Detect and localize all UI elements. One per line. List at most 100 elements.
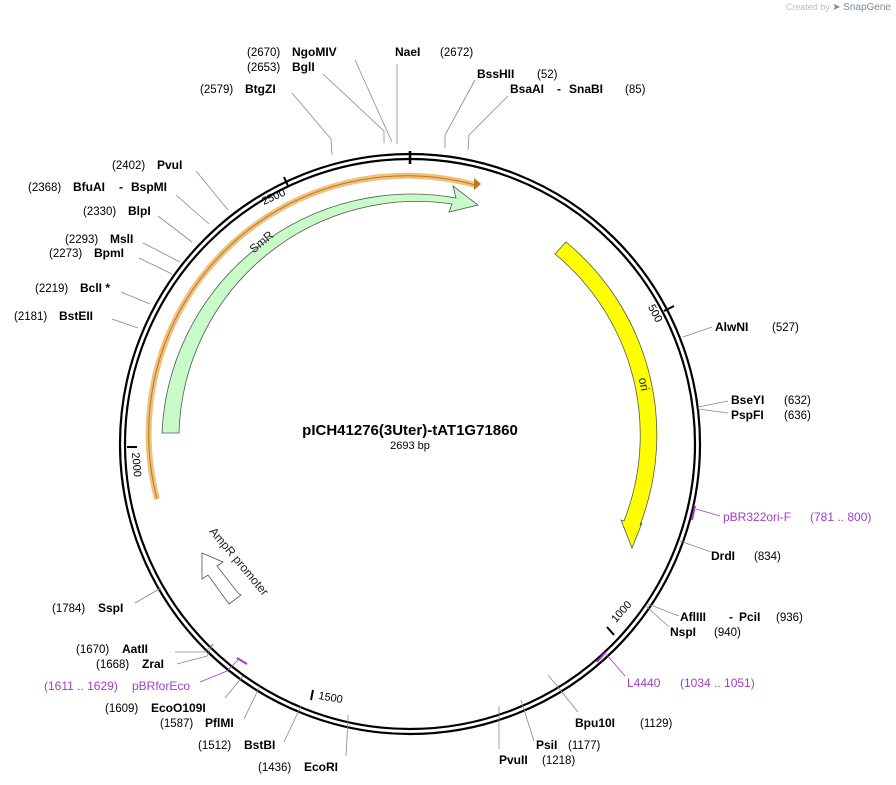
highlight-arc-arrow-icon xyxy=(474,178,481,190)
enzyme-psii-name: PsiI xyxy=(536,738,557,752)
enzyme-bcli-name: BclI * xyxy=(80,281,110,295)
tick-label-2000: 2000 xyxy=(129,452,143,477)
enzyme-bpmi-name: BpmI xyxy=(94,246,124,260)
leader-ngomiv xyxy=(354,59,393,143)
enzyme-bsshii-name: BssHII xyxy=(477,67,514,81)
snapgene-logo-icon: ➤ xyxy=(832,2,841,13)
leader-afliii xyxy=(647,603,680,617)
enzyme-bfuai-name: BfuAI xyxy=(73,180,105,194)
leader-bsteii xyxy=(111,318,139,329)
backbone xyxy=(118,151,702,736)
enzyme-nael-pos: (2672) xyxy=(440,47,473,59)
enzyme-bgli-name: BglI xyxy=(292,60,315,74)
primer-l4440-range: (1034 .. 1051) xyxy=(680,676,755,690)
tick-mark-500 xyxy=(663,305,675,312)
tick-label-1000: 1000 xyxy=(609,599,634,625)
leader-zrai xyxy=(176,643,214,665)
primer-pbr322ori-f-name: pBR322ori-F xyxy=(723,510,791,524)
enzyme-pflmi-name: PflMI xyxy=(205,716,234,730)
enzyme-bsshii-pos: (52) xyxy=(537,69,558,81)
primer-pbr322ori-f-range: (781 .. 800) xyxy=(810,510,871,524)
enzyme-nael-name: NaeI xyxy=(395,45,420,59)
plasmid-length: 2693 bp xyxy=(390,440,430,452)
primer-pbrforeco-name: pBRforEco xyxy=(132,679,190,693)
enzyme-alwni-name: AlwNI xyxy=(715,320,748,334)
leader-bpmi xyxy=(138,257,173,275)
feature-ori-label: ori xyxy=(636,376,652,392)
enzyme-sspi-pos: (1784) xyxy=(52,603,85,615)
leader-alwni xyxy=(682,326,713,338)
enzyme-snabi-name: SnaBI xyxy=(569,82,603,96)
enzyme-eco0109i-name: EcoO109I xyxy=(151,701,206,715)
feature-smr-arrow xyxy=(161,184,479,434)
enzyme-sspi-name: SspI xyxy=(98,601,123,615)
enzyme-ngomiv-name: NgoMIV xyxy=(292,45,337,59)
enzyme-labels: NaeI (2672) (2670) NgoMIV (2653) BglI (2… xyxy=(14,45,811,774)
leader-nspi xyxy=(645,605,670,628)
enzyme-aatii-pos: (1670) xyxy=(76,644,109,656)
primer-l4440-mark xyxy=(596,652,606,663)
leader-bfuai xyxy=(175,194,210,225)
enzyme-bpu10i-name: Bpu10I xyxy=(575,716,615,730)
enzyme-ngomiv-pos: (2670) xyxy=(247,47,280,59)
enzyme-btgzi-name: BtgZI xyxy=(245,82,276,96)
plasmid-name: pICH41276(3Uter)-tAT1G71860 xyxy=(302,422,518,439)
enzyme-alwni-pos: (527) xyxy=(772,322,799,334)
enzyme-blpi-name: BlpI xyxy=(128,204,151,218)
enzyme-bpu10i-pos: (1129) xyxy=(640,718,673,730)
enzyme-pvuii-name: PvuII xyxy=(499,753,528,767)
snapgene-credit: Created by ➤ SnapGene xyxy=(786,2,891,13)
leader-pspfi xyxy=(697,408,729,414)
enzyme-btgzi-pos: (2579) xyxy=(200,84,233,96)
leader-bstbi xyxy=(283,705,302,743)
enzyme-afliii-separator: - xyxy=(729,610,733,624)
enzyme-nspi-pos: (940) xyxy=(714,627,741,639)
tick-label-1500: 1500 xyxy=(317,690,343,706)
enzyme-drdi-name: DrdI xyxy=(711,549,735,563)
highlight-arc-core xyxy=(148,175,476,500)
enzyme-bsaai-separator: - xyxy=(557,82,561,96)
enzyme-msli-name: MslI xyxy=(110,232,133,246)
tick-mark-2500 xyxy=(283,176,289,187)
leader-sspi xyxy=(134,587,162,604)
tick-label-500: 500 xyxy=(645,303,664,325)
leader-eco0109i xyxy=(224,675,244,699)
enzyme-bseyi-pos: (632) xyxy=(784,395,811,407)
primer-pbr322ori-f-leader xyxy=(695,508,721,517)
enzyme-nspi-name: NspI xyxy=(670,625,696,639)
leader-bsshii xyxy=(444,79,476,148)
leader-blpi xyxy=(157,215,193,243)
primer-pbr322ori-f-mark xyxy=(691,505,696,521)
leader-btgzi xyxy=(291,92,333,156)
enzyme-pvui-name: PvuI xyxy=(157,158,182,172)
enzyme-ecori-pos: (1436) xyxy=(258,762,291,774)
leader-ecori xyxy=(345,715,349,757)
enzyme-msli-pos: (2293) xyxy=(65,234,98,246)
enzyme-afliii-name: AflIII xyxy=(680,610,706,624)
leader-pvui xyxy=(195,170,229,211)
enzyme-psii-pos: (1177) xyxy=(568,740,601,752)
enzyme-eco0109i-pos: (1609) xyxy=(105,703,138,715)
enzyme-bsteii-pos: (2181) xyxy=(14,311,47,323)
feature-ori-arrow xyxy=(554,241,658,550)
leader-msli xyxy=(142,242,181,263)
enzyme-bsteii-name: BstEII xyxy=(59,309,93,323)
enzyme-bseyi-name: BseYI xyxy=(731,393,764,407)
primer-l4440-name: L4440 xyxy=(627,676,661,690)
leader-psii xyxy=(520,699,535,742)
enzyme-drdi-pos: (834) xyxy=(754,551,781,563)
leader-bpu10i xyxy=(547,674,579,713)
primer-pbrforeco-mark xyxy=(236,657,248,665)
enzyme-afliii-pos: (936) xyxy=(776,612,803,624)
enzyme-blpi-pos: (2330) xyxy=(83,206,116,218)
snapgene-logo-text: SnapGene xyxy=(843,2,891,13)
primers: pBR322ori-F (781 .. 800) L4440 (1034 .. … xyxy=(44,505,871,693)
tick-mark-1000 xyxy=(606,626,615,636)
created-by-text: Created by xyxy=(785,2,830,12)
primer-pbrforeco-leader xyxy=(199,659,239,683)
primer-pbrforeco-range: (1611 .. 1629) xyxy=(44,679,118,693)
leader-pflmi xyxy=(243,685,261,720)
enzyme-zrai-pos: (1668) xyxy=(96,659,129,671)
enzyme-bcli-pos: (2219) xyxy=(35,283,68,295)
enzyme-aatii-name: AatII xyxy=(122,642,148,656)
